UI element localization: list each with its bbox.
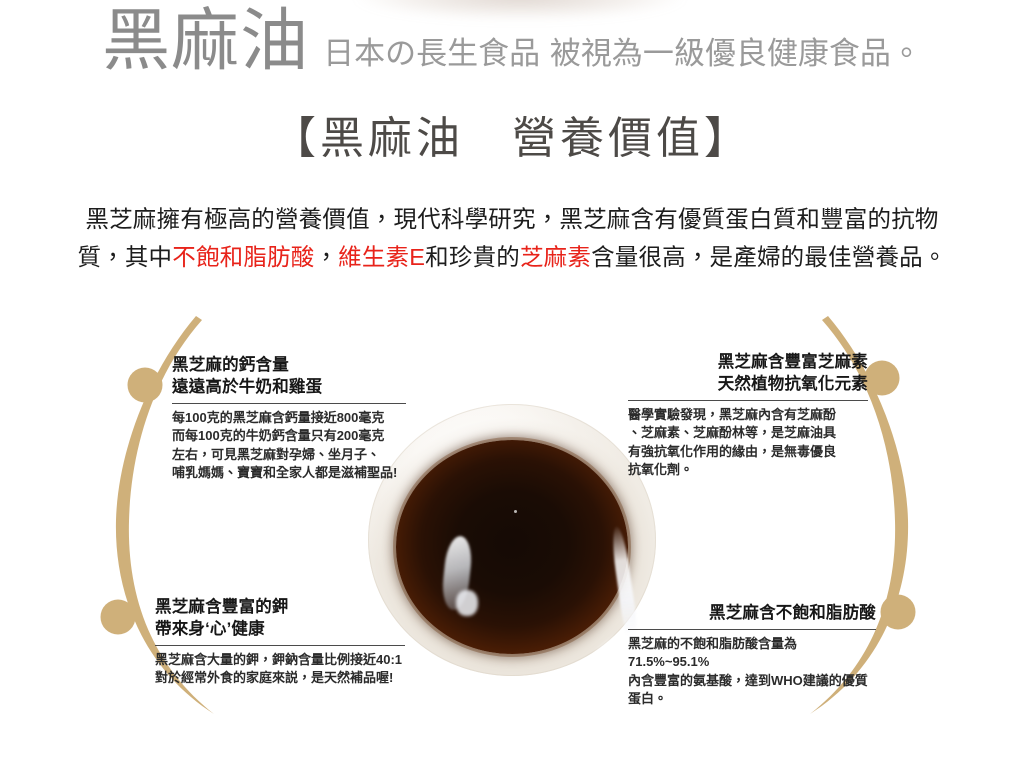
info-block-potassium: 黑芝麻含豐富的鉀 帶來身‘心’健康 黑芝麻含大量的鉀，鉀鈉含量比例接近40:1 … — [155, 597, 405, 688]
info-block-unsaturated-fat: 黑芝麻含不飽和脂肪酸 黑芝麻的不飽和脂肪酸含量為71.5%~95.1% 內含豐富… — [628, 603, 876, 709]
connector-dot-bottom-left — [100, 599, 136, 635]
info-block-unsaturated-fat-heading: 黑芝麻含不飽和脂肪酸 — [709, 604, 876, 622]
info-block-unsaturated-fat-body: 黑芝麻的不飽和脂肪酸含量為71.5%~95.1% 內含豐富的氨基酸，達到WHO建… — [628, 635, 868, 707]
intro-highlight-unsaturated-fat: 不飽和脂肪酸 — [172, 244, 315, 271]
info-block-sesamin: 黑芝麻含豐富芝麻素 天然植物抗氧化元素 醫學實驗發現，黑芝麻內含有芝麻酚 、芝麻… — [628, 352, 868, 480]
intro-highlight-sesamin: 芝麻素 — [519, 244, 592, 271]
section-title: 【黑麻油 營養價值】 — [272, 113, 752, 164]
connector-dot-top-right — [864, 360, 900, 396]
bowl-of-black-sesame-oil-photo — [368, 404, 656, 676]
info-block-potassium-body: 黑芝麻含大量的鉀，鉀鈉含量比例接近40:1 對於經常外食的家庭來説，是天然補品喔… — [155, 651, 403, 686]
page-header: 黑麻油 日本の長生食品 被視為一級優良健康食品。 — [0, 8, 1024, 98]
oil-highlight-left-lower — [456, 590, 478, 616]
intro-paragraph: 黑芝麻擁有極高的營養價值，現代科學研究，黑芝麻含有優質蛋白質和豐富的抗物 質，其… — [62, 200, 962, 276]
intro-line-2-comma: ， — [314, 244, 339, 271]
oil-surface-speck — [514, 510, 517, 513]
info-block-sesamin-divider — [628, 399, 868, 401]
connector-dot-top-left — [127, 367, 163, 403]
info-block-unsaturated-fat-divider — [628, 628, 876, 630]
intro-line-1: 黑芝麻擁有極高的營養價值，現代科學研究，黑芝麻含有優質蛋白質和豐富的抗物 — [85, 206, 939, 232]
brand-subtitle: 日本の長生食品 被視為一級優良健康食品。 — [323, 36, 922, 72]
info-block-sesamin-body: 醫學實驗發現，黑芝麻內含有芝麻酚 、芝麻素、芝麻酚林等，是芝麻油具 有強抗氧化作… — [628, 406, 837, 478]
info-block-potassium-heading: 黑芝麻含豐富的鉀 帶來身‘心’健康 — [155, 598, 289, 638]
intro-line-2-part-1: 質，其中 — [77, 244, 173, 271]
intro-highlight-vitamin-e: 維生素E — [338, 244, 426, 271]
intro-line-2-part-2: 和珍貴的 — [425, 244, 520, 271]
info-block-calcium-body: 每100克的黑芝麻含鈣量接近800毫克 而每100克的牛奶鈣含量只有200毫克 … — [172, 409, 398, 481]
info-block-calcium-divider — [172, 402, 406, 404]
brand-title: 黑麻油 — [102, 2, 310, 81]
connector-dot-bottom-right — [880, 594, 916, 630]
info-block-calcium-heading: 黑芝麻的鈣含量 遠遠高於牛奶和雞蛋 — [172, 356, 323, 396]
intro-line-2-part-3: 含量很高，是產婦的最佳營養品。 — [591, 244, 947, 271]
info-block-potassium-divider — [155, 644, 405, 646]
info-block-sesamin-heading: 黑芝麻含豐富芝麻素 天然植物抗氧化元素 — [717, 353, 868, 393]
info-block-calcium: 黑芝麻的鈣含量 遠遠高於牛奶和雞蛋 每100克的黑芝麻含鈣量接近800毫克 而每… — [172, 355, 406, 483]
sesame-oil-surface — [396, 440, 647, 664]
